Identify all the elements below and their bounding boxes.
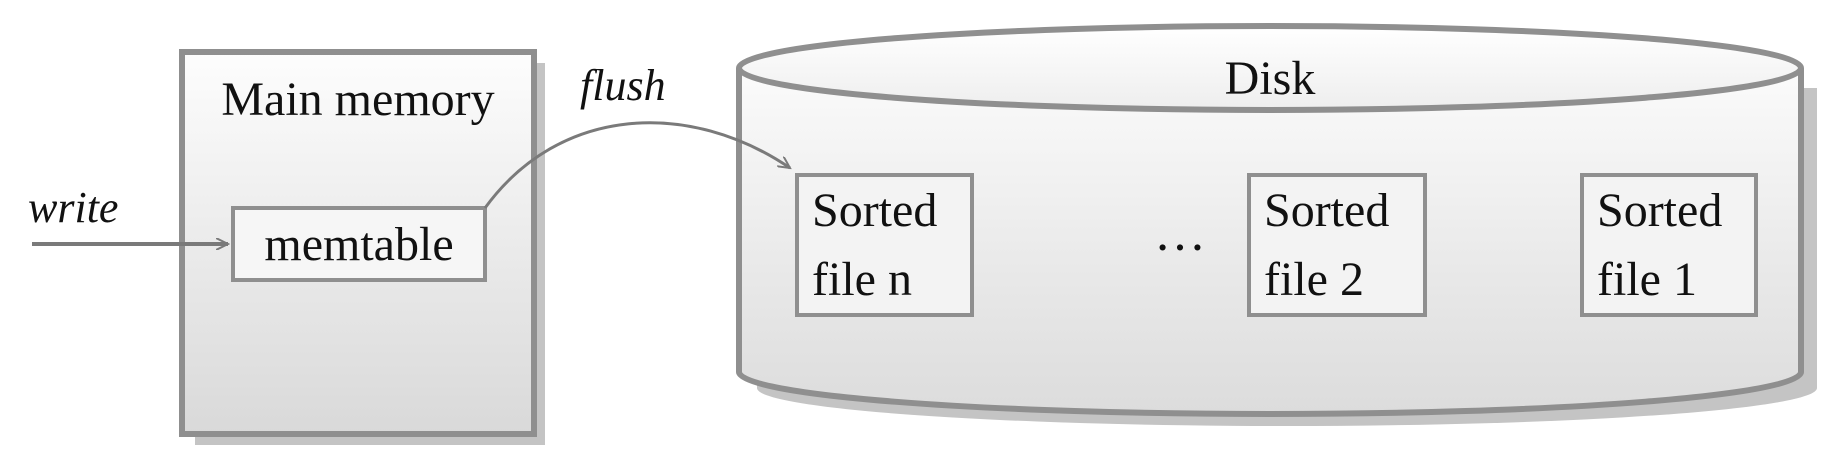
flush-arrow bbox=[483, 121, 790, 209]
write-label: write bbox=[28, 183, 118, 232]
memtable-label: memtable bbox=[264, 218, 453, 271]
sorted-file-2-line2: file 2 bbox=[1264, 253, 1364, 306]
disk-label: Disk bbox=[1225, 52, 1316, 105]
sorted-file-n-line1: Sorted bbox=[812, 184, 937, 237]
flush-label: flush bbox=[580, 61, 666, 110]
main-memory-label: Main memory bbox=[221, 73, 494, 126]
sorted-file-1-line2: file 1 bbox=[1597, 253, 1697, 306]
sorted-file-2-box: Sorted file 2 bbox=[1247, 173, 1427, 317]
sorted-file-1-box: Sorted file 1 bbox=[1580, 173, 1758, 317]
sorted-file-n-box: Sorted file n bbox=[795, 173, 974, 317]
ellipsis: … bbox=[1154, 205, 1206, 262]
sorted-file-n-line2: file n bbox=[812, 253, 912, 306]
sorted-file-2-line1: Sorted bbox=[1264, 184, 1389, 237]
memtable-box: memtable bbox=[231, 206, 487, 282]
sorted-file-1-line1: Sorted bbox=[1597, 184, 1722, 237]
